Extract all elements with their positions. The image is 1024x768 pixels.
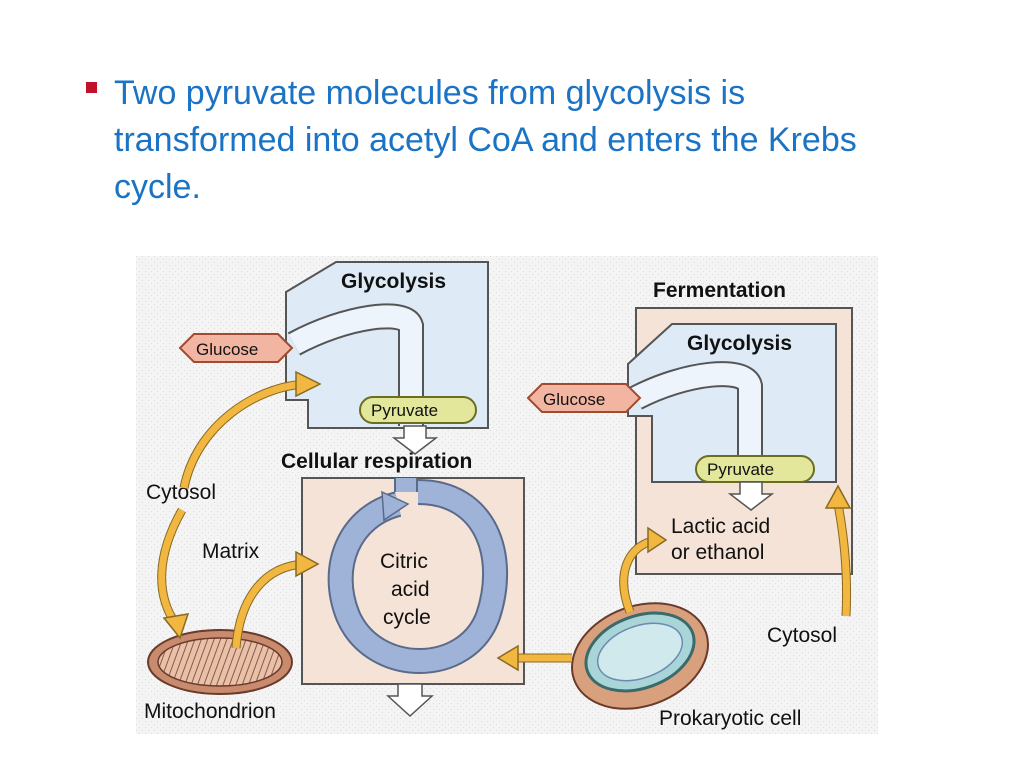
cytosol-right-label: Cytosol xyxy=(767,624,837,647)
cytosol-to-glycolysis-arrow xyxy=(180,380,307,489)
cellular-respiration-title: Cellular respiration xyxy=(281,450,472,473)
left-pyruvate-tag xyxy=(359,396,477,424)
cytosol-to-mitochondrion-arrow xyxy=(158,508,186,627)
matrix-label: Matrix xyxy=(202,540,260,563)
left-pyruvate-down-arrow xyxy=(391,425,439,455)
citric-acid-cycle-ring xyxy=(329,481,506,672)
left-glycolysis-box xyxy=(285,261,489,429)
right-glycolysis-title: Glycolysis xyxy=(687,332,792,355)
lactic-acid-line1: Lactic acid xyxy=(671,515,770,538)
prokaryotic-cell-label: Prokaryotic cell xyxy=(659,707,801,730)
left-glucose-tag xyxy=(178,333,294,363)
respiration-diagram: Glycolysis Glucose Pyruvate Cellular res… xyxy=(136,256,878,734)
matrix-to-cycle-arrow xyxy=(232,560,305,649)
citric-label-line3: cycle xyxy=(383,606,431,629)
right-glucose-label: Glucose xyxy=(543,390,605,409)
fermentation-title: Fermentation xyxy=(653,279,786,302)
citric-label-line2: acid xyxy=(391,578,430,601)
citric-label-line1: Citric xyxy=(380,550,428,573)
right-pyruvate-label: Pyruvate xyxy=(707,460,774,479)
prokaryote-to-fermentation-arrow xyxy=(620,536,657,614)
right-pyruvate-down-arrow xyxy=(727,481,775,511)
left-glucose-label: Glucose xyxy=(196,340,258,359)
right-glycolysis-flow-arrow xyxy=(630,363,761,476)
cycle-exit-arrow xyxy=(386,683,434,718)
mitochondrion-label: Mitochondrion xyxy=(144,700,276,723)
left-pyruvate-label: Pyruvate xyxy=(371,401,438,420)
citric-cycle-arrowhead xyxy=(381,490,410,522)
left-glycolysis-title: Glycolysis xyxy=(341,270,446,293)
cytosol-to-fermentation-arrow xyxy=(834,503,851,617)
lactic-acid-line2: or ethanol xyxy=(671,541,764,564)
left-glycolysis-flow-arrow xyxy=(288,305,422,426)
right-glucose-tag xyxy=(526,383,642,413)
cytosol-left-label: Cytosol xyxy=(146,481,216,504)
diagram-svg: Glycolysis Glucose Pyruvate Cellular res… xyxy=(136,256,878,734)
bullet-marker xyxy=(86,82,97,93)
bullet-text: Two pyruvate molecules from glycolysis i… xyxy=(114,74,857,206)
